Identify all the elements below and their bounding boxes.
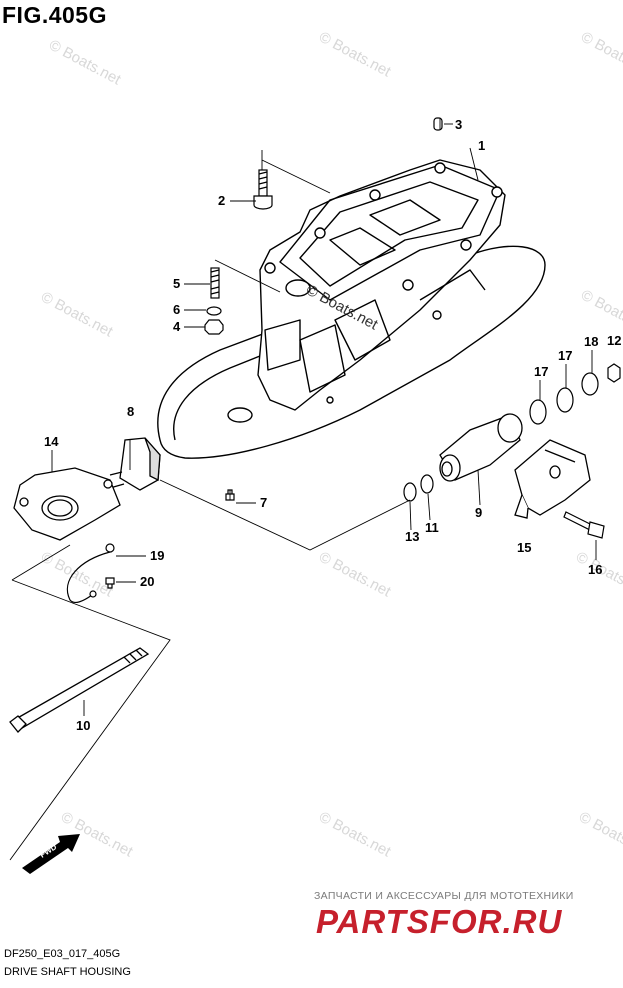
callout-17a: 17 (534, 364, 548, 379)
callout-18: 18 (584, 334, 598, 349)
dowel-pin (433, 117, 443, 131)
nut-12 (607, 363, 621, 383)
callout-14: 14 (44, 434, 59, 449)
callout-6: 6 (173, 302, 180, 317)
callout-15: 15 (517, 540, 531, 555)
figure-code: DF250_E03_017_405G (4, 948, 121, 960)
callout-9: 9 (475, 505, 482, 520)
callout-7: 7 (260, 495, 267, 510)
watermark: © Boats.net (578, 29, 623, 81)
drive-shaft-housing (157, 159, 546, 459)
callout-1: 1 (478, 138, 485, 153)
washer-11 (420, 474, 434, 494)
callout-11: 11 (425, 520, 439, 535)
washer-17b (556, 387, 574, 413)
mount-9 (439, 413, 523, 482)
figure-title: FIG.405G (2, 2, 107, 28)
callout-10: 10 (76, 718, 90, 733)
bolt-16 (563, 511, 605, 539)
watermark: © Boats.net (316, 29, 394, 81)
callout-2: 2 (218, 193, 225, 208)
stud-5 (210, 267, 220, 299)
washer-18 (581, 372, 599, 396)
figure-name: DRIVE SHAFT HOUSING (4, 966, 131, 978)
watermark: © Boats.net (38, 289, 116, 341)
watermark: © Boats.net (316, 549, 394, 601)
watermark: © Boats.net (316, 809, 394, 861)
mount-cover-15 (514, 439, 591, 519)
watermark: © Boats.net (58, 809, 136, 861)
screw-20 (105, 577, 115, 589)
watermark: © Boats.net (578, 287, 623, 339)
callout-5: 5 (173, 276, 180, 291)
callout-19: 19 (150, 548, 164, 563)
washer-13 (403, 482, 417, 502)
bolt-2 (253, 169, 273, 210)
nut-4 (204, 319, 224, 335)
watermark: © Boats.net (38, 549, 116, 601)
washer-17a (529, 399, 547, 425)
callout-20: 20 (140, 574, 154, 589)
callout-8: 8 (127, 404, 134, 419)
watermark: © Boats.net (576, 809, 623, 861)
clamp-14 (13, 467, 121, 541)
promo-logo[interactable]: PARTSFOR.RU (316, 903, 563, 940)
bracket-8 (109, 437, 161, 491)
callout-3: 3 (455, 117, 462, 132)
callouts: 1 2 3 4 5 6 7 8 9 10 11 12 13 14 15 16 1… (44, 117, 621, 733)
watermark: © Boats.net (46, 37, 124, 89)
washer-6 (206, 306, 222, 316)
callout-13: 13 (405, 529, 419, 544)
promo-tagline: ЗАПЧАСТИ И АКСЕССУАРЫ ДЛЯ МОТОТЕХНИКИ (314, 890, 574, 902)
ground-wire-19 (66, 543, 115, 604)
callout-17b: 17 (558, 348, 572, 363)
callout-4: 4 (173, 319, 181, 334)
callout-12: 12 (607, 333, 621, 348)
through-bolt-10 (9, 647, 150, 733)
leader-lines (9, 118, 479, 861)
fwd-arrow-icon: FWD (22, 834, 80, 874)
callout-16: 16 (588, 562, 602, 577)
